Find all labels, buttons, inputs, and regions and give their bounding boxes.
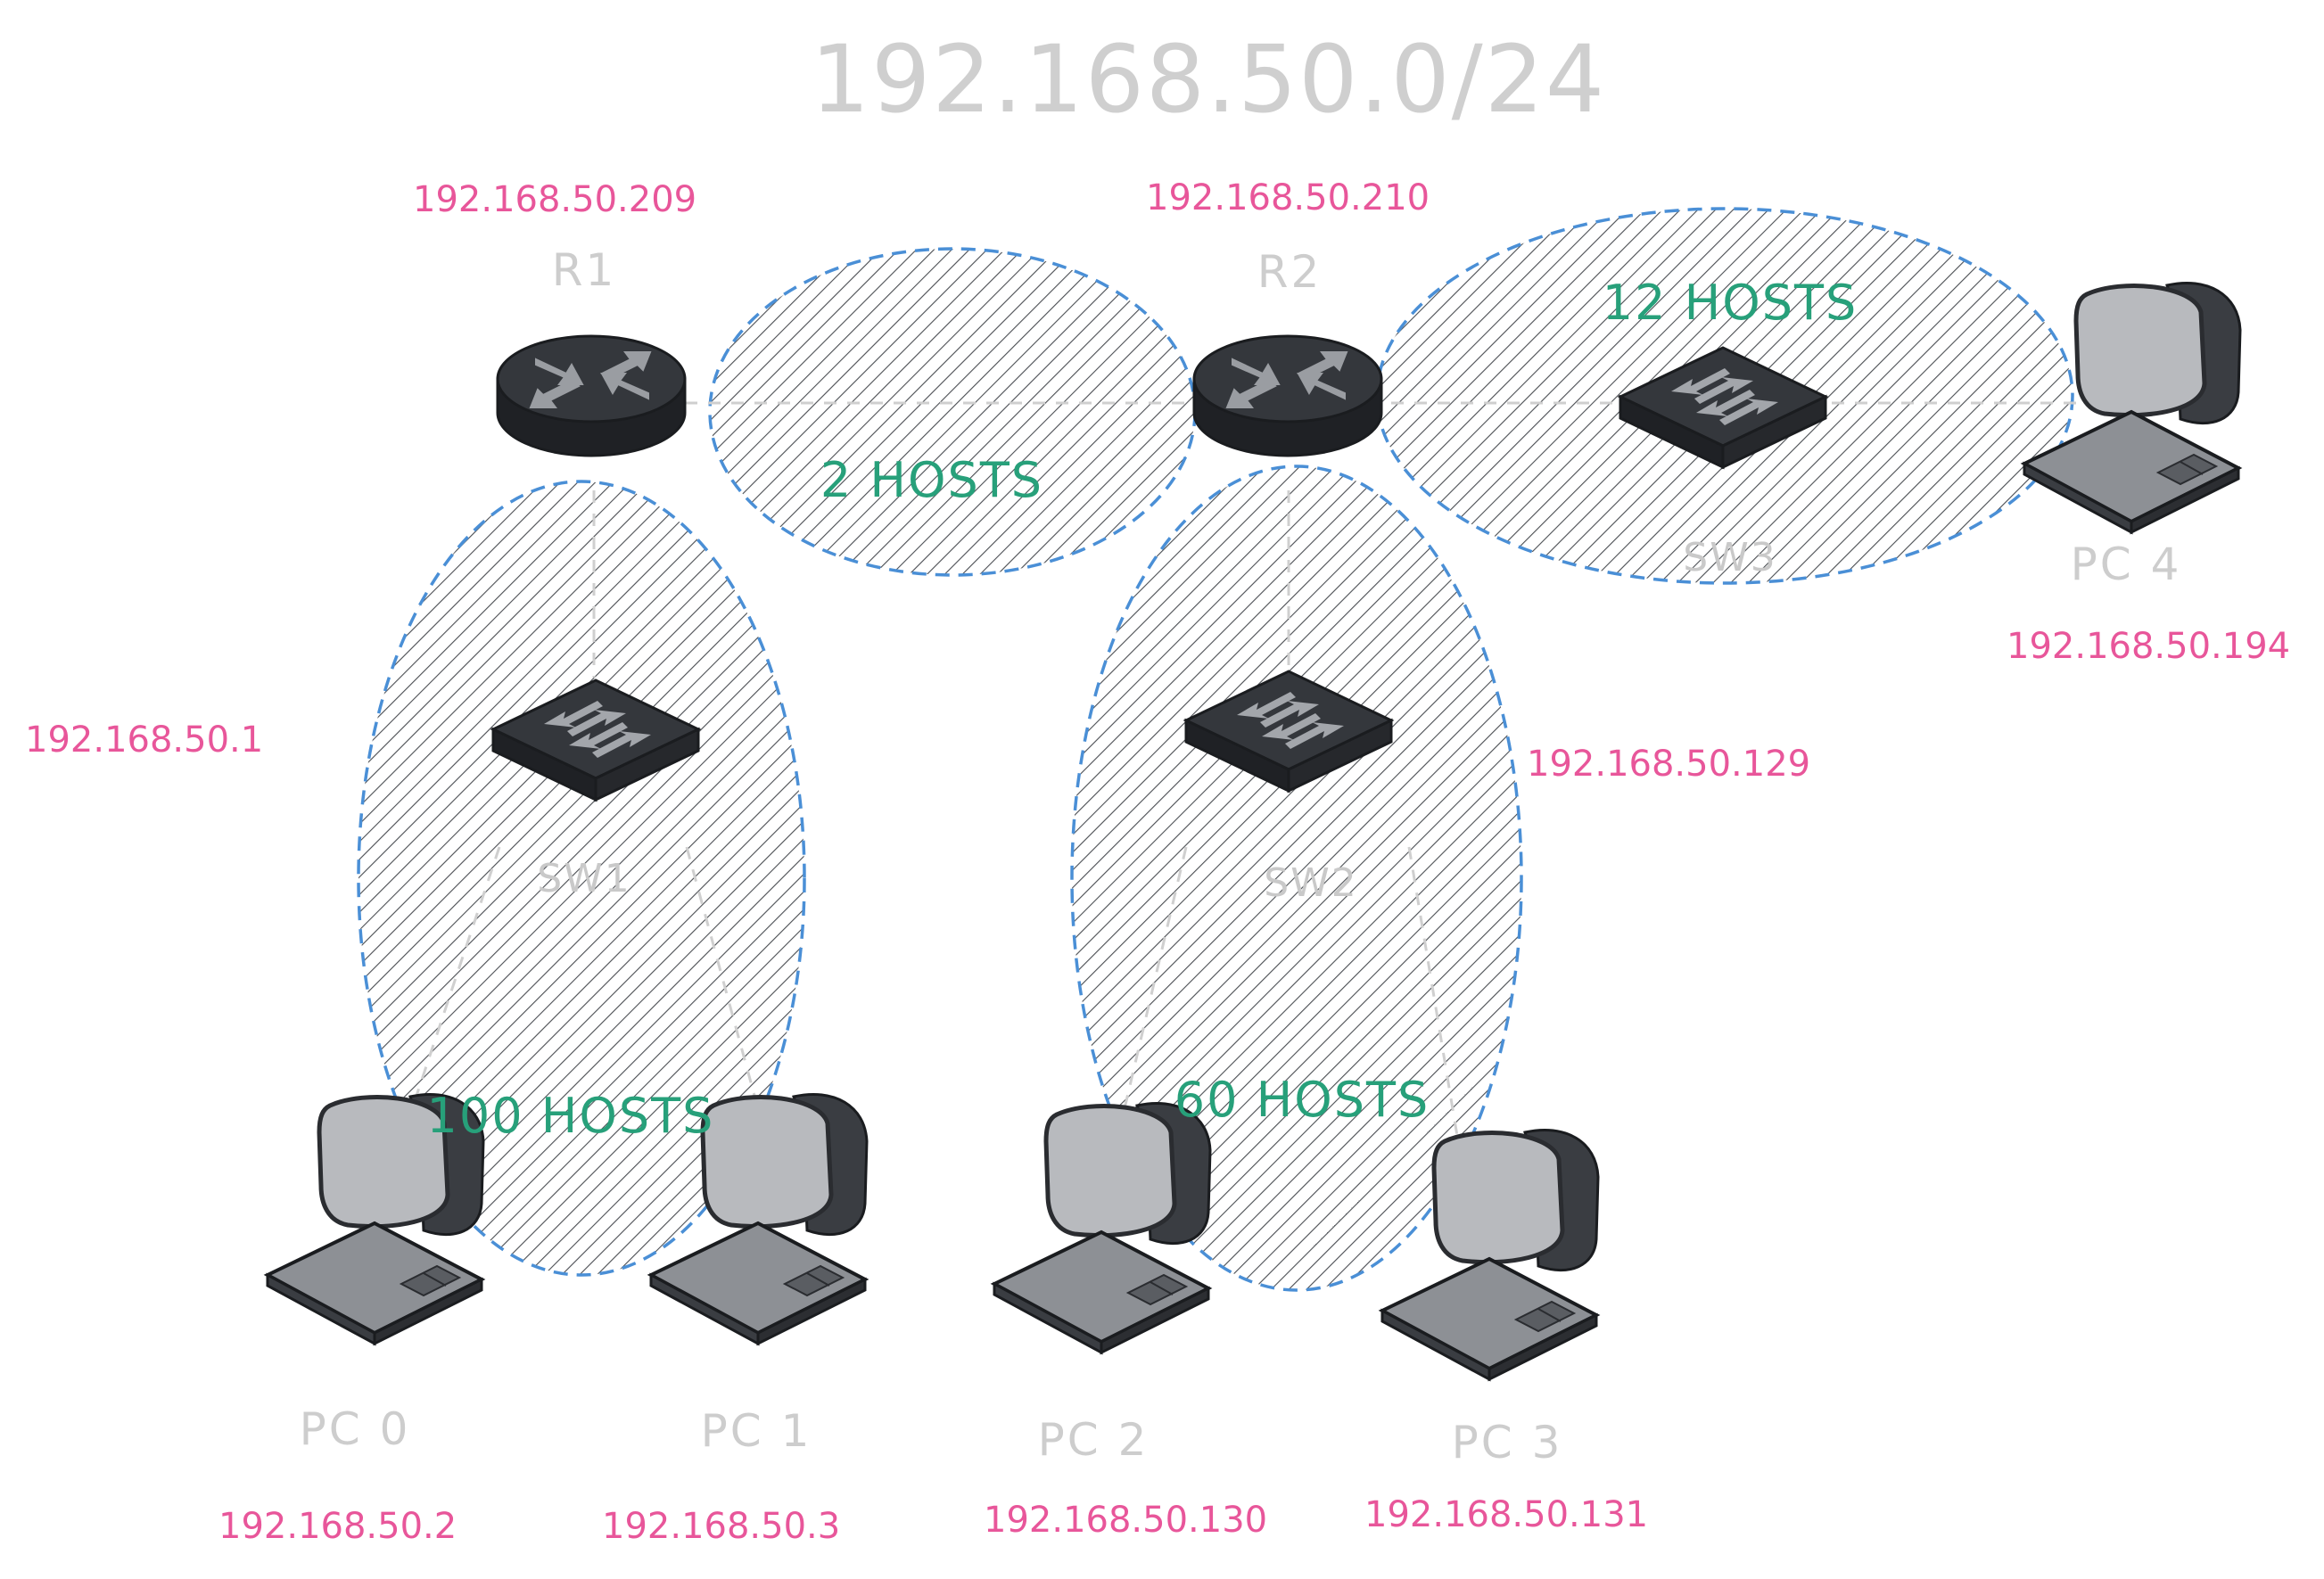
pc0-label: PC 0 — [300, 1403, 411, 1455]
ip-pc0: 192.168.50.2 — [218, 1506, 457, 1547]
ip-pc2: 192.168.50.130 — [984, 1500, 1267, 1541]
pc4-label: PC 4 — [2071, 539, 2182, 590]
router-icon[interactable] — [496, 334, 687, 457]
hosts-label-60: 60 HOSTS — [1174, 1072, 1430, 1128]
pc3-label: PC 3 — [1452, 1417, 1563, 1468]
subnet-area-r1-sw1 — [357, 480, 806, 1277]
hosts-label-2: 2 HOSTS — [820, 452, 1043, 508]
ip-r2-lan-sw2: 192.168.50.129 — [1527, 744, 1810, 785]
switch-sw2-label: SW2 — [1264, 860, 1357, 906]
ip-r1: 192.168.50.209 — [413, 179, 696, 220]
pc2-label: PC 2 — [1038, 1414, 1150, 1466]
pc-icon[interactable] — [994, 1103, 1210, 1353]
link-sw1-pc0 — [400, 846, 501, 1142]
ip-r1-lan: 192.168.50.1 — [25, 720, 263, 761]
switch-sw1-label: SW1 — [537, 856, 630, 901]
router-r1-label: R1 — [552, 244, 617, 296]
hosts-label-100: 100 HOSTS — [427, 1088, 715, 1144]
subnet-area-r1-r2 — [708, 247, 1197, 577]
subnet-area-r2-sw2 — [1070, 465, 1523, 1292]
switch-sw3-label: SW3 — [1683, 535, 1776, 580]
hosts-label-12: 12 HOSTS — [1603, 275, 1858, 331]
router-r2-label: R2 — [1257, 246, 1323, 298]
ip-r2: 192.168.50.210 — [1146, 177, 1430, 218]
ip-pc3: 192.168.50.131 — [1364, 1494, 1648, 1535]
router-icon[interactable] — [1192, 334, 1383, 457]
link-sw2-pc2 — [1113, 846, 1188, 1151]
pc1-label: PC 1 — [701, 1405, 812, 1457]
ip-pc4: 192.168.50.194 — [2007, 626, 2290, 667]
link-sw2-pc3 — [1407, 846, 1464, 1169]
network-title: 192.168.50.0/24 — [811, 25, 1606, 134]
link-sw1-pc1 — [685, 846, 769, 1142]
ip-pc1: 192.168.50.3 — [602, 1506, 840, 1547]
